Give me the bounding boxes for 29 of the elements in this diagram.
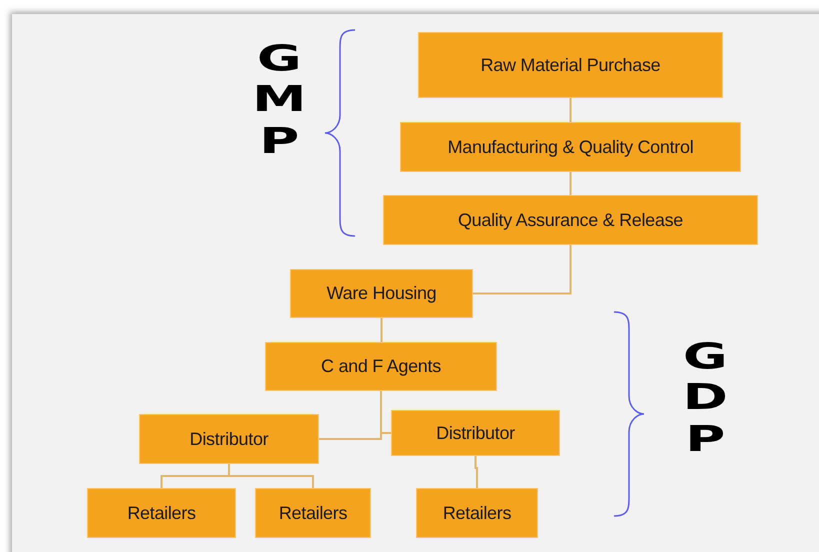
connector-line [228,464,314,488]
connector-line [474,456,478,488]
connector-line [380,318,382,342]
process-box [265,342,497,391]
vertical-acronym: GDP [682,336,729,460]
box-label: C and F Agents [321,356,441,377]
box-label: Manufacturing & Quality Control [448,136,694,158]
process-box [290,269,473,318]
connector-line [570,98,572,122]
box-label: Quality Assurance & Release [458,210,684,230]
connector-line [570,172,572,195]
box-label: Distributor [190,428,268,450]
process-box [255,488,371,538]
box-label: Distributor [436,422,515,444]
box-label: Retailers [127,502,196,524]
box-label: Raw Material Purchase [480,54,660,76]
process-box [87,488,236,538]
connector-line [380,391,391,434]
process-box [383,195,758,245]
connector-line [473,245,572,294]
process-box [416,488,538,538]
process-box [400,122,741,172]
process-box [391,410,560,456]
process-box [139,414,319,464]
process-box [418,32,723,98]
box-label: Retailers [442,502,512,524]
box-label: Retailers [278,502,348,524]
box-label: Ware Housing [326,283,436,304]
vertical-acronym: GMP [252,38,307,162]
